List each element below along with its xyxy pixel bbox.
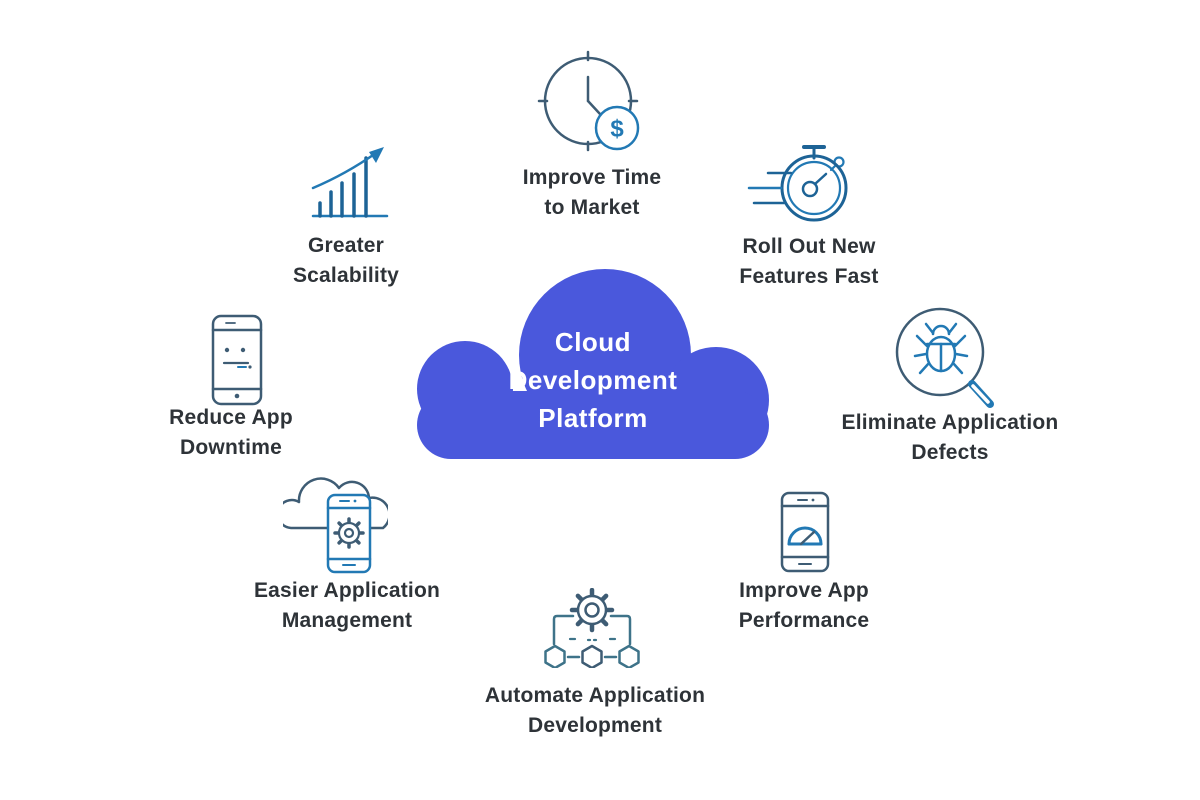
stopwatch-icon (736, 140, 860, 235)
benefit-label-eliminate-application-defects: Eliminate Application Defects (818, 408, 1082, 468)
label-line: to Market (544, 196, 640, 219)
benefit-label-reduce-app-downtime: Reduce App Downtime (109, 403, 353, 463)
benefit-label-easier-application-management: Easier Application Management (215, 576, 479, 636)
center-cloud-title: Cloud Development Platform (415, 323, 771, 437)
clock-dollar-icon: $ (536, 50, 644, 154)
benefit-label-improve-time-to-market: Improve Time to Market (470, 163, 714, 223)
label-line: Reduce App (169, 406, 293, 429)
bug-magnifier-icon (893, 303, 1003, 415)
dollar-sign: $ (610, 116, 624, 143)
gear-network-icon (541, 588, 641, 668)
benefit-label-greater-scalability: Greater Scalability (224, 231, 468, 291)
label-line: Automate Application (484, 684, 706, 707)
label-line: Performance (738, 609, 870, 632)
label-line: Easier Application (253, 579, 441, 602)
cloud-phone-gear-icon (283, 472, 388, 574)
label-line: Eliminate Application (841, 411, 1059, 434)
label-line: Improve Time (522, 166, 662, 189)
benefit-label-automate-application-development: Automate Application Development (463, 681, 727, 741)
growth-chart-icon (308, 140, 392, 220)
cloud-title-line: Cloud (554, 327, 632, 357)
cloud-title-line: Development (508, 365, 678, 395)
label-line: Downtime (180, 436, 282, 459)
label-line: Management (281, 609, 413, 632)
label-line: Greater (307, 234, 385, 257)
label-line: Defects (911, 441, 989, 464)
phone-status-icon (208, 314, 266, 408)
phone-gauge-icon (770, 488, 834, 578)
label-line: Features Fast (739, 265, 879, 288)
benefit-label-improve-app-performance: Improve App Performance (682, 576, 926, 636)
cloud-icon (417, 269, 769, 459)
cloud-title-line: Platform (538, 403, 648, 433)
benefit-label-roll-out-new-features-fast: Roll Out New Features Fast (687, 232, 931, 292)
label-line: Scalability (292, 264, 400, 287)
label-line: Improve App (739, 579, 869, 602)
label-line: Development (527, 714, 663, 737)
center-cloud: Cloud Development Platform (415, 267, 771, 461)
label-line: Roll Out New (742, 235, 876, 258)
